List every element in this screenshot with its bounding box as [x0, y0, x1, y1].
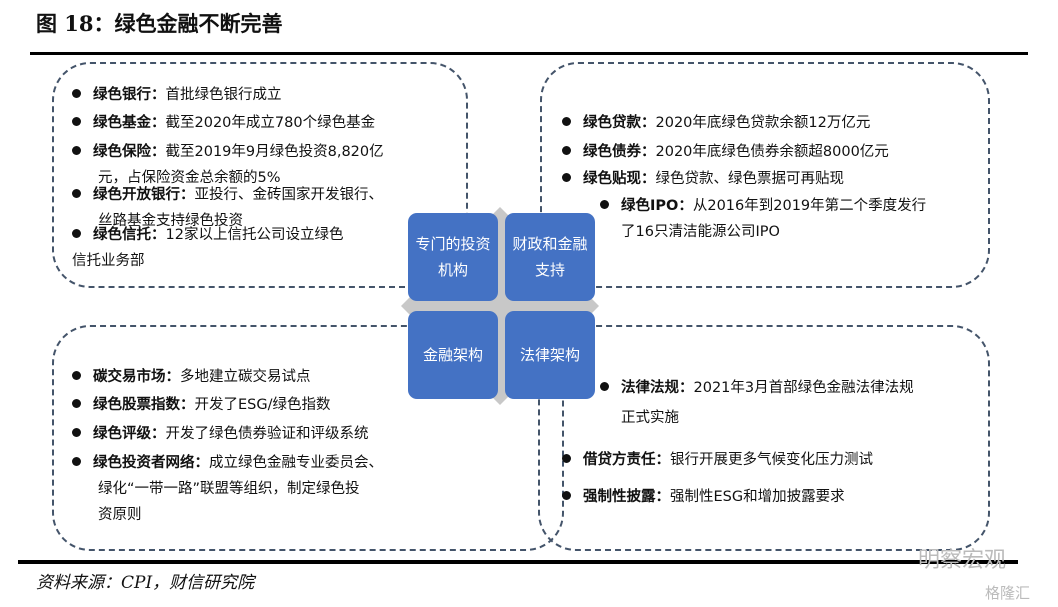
box-legal-architecture	[538, 325, 990, 551]
list-item: 强制性披露：强制性ESG和增加披露要求	[562, 484, 845, 510]
list-item: 绿色基金：截至2020年成立780个绿色基金	[72, 110, 375, 136]
box-investment-institutions	[52, 62, 468, 288]
tile-investment-institutions: 专门的投资机构	[408, 213, 498, 301]
tile-legal-architecture: 法律架构	[505, 311, 595, 399]
box-fiscal-financial-support	[540, 62, 990, 288]
list-item: 绿色银行：首批绿色银行成立	[72, 82, 282, 108]
tile-financial-architecture: 金融架构	[408, 311, 498, 399]
list-item: 碳交易市场：多地建立碳交易试点	[72, 364, 311, 390]
top-rule	[30, 52, 1028, 55]
list-item: 绿色保险：截至2019年9月绿色投资8,820亿元，占保险资金总余额的5%	[72, 139, 384, 191]
list-item: 绿色开放银行：亚投行、金砖国家开发银行、丝路基金支持绿色投资	[72, 182, 383, 234]
list-item: 绿色IPO：从2016年到2019年第二个季度发行了16只清洁能源公司IPO	[600, 193, 926, 245]
list-item: 绿色评级：开发了绿色债券验证和评级系统	[72, 421, 369, 447]
watermark-wechat: 明察宏观	[918, 548, 1007, 573]
list-item: 法律法规：2021年3月首部绿色金融法律法规正式实施	[600, 375, 914, 435]
list-item: 借贷方责任：银行开展更多气候变化压力测试	[562, 447, 873, 473]
list-item: 绿色债券：2020年底绿色债券余额超8000亿元	[562, 139, 889, 165]
source-note: 资料来源：CPI，财信研究院	[36, 573, 255, 593]
box-financial-architecture	[52, 325, 564, 551]
list-item: 绿色股票指数：开发了ESG/绿色指数	[72, 392, 331, 418]
bottom-rule	[18, 560, 1018, 564]
list-item: 绿色投资者网络：成立绿色金融专业委员会、绿化“一带一路”联盟等组织，制定绿色投资…	[72, 450, 383, 528]
tile-fiscal-financial-support: 财政和金融支持	[505, 213, 595, 301]
list-item: 绿色信托：12家以上信托公司设立绿色信托业务部	[72, 227, 344, 269]
figure-title: 图 18：绿色金融不断完善	[36, 11, 283, 36]
watermark-gelonghui: 格隆汇	[985, 584, 1031, 602]
list-item: 绿色贷款：2020年底绿色贷款余额12万亿元	[562, 110, 870, 136]
list-item: 绿色贴现：绿色贷款、绿色票据可再贴现	[562, 166, 844, 192]
